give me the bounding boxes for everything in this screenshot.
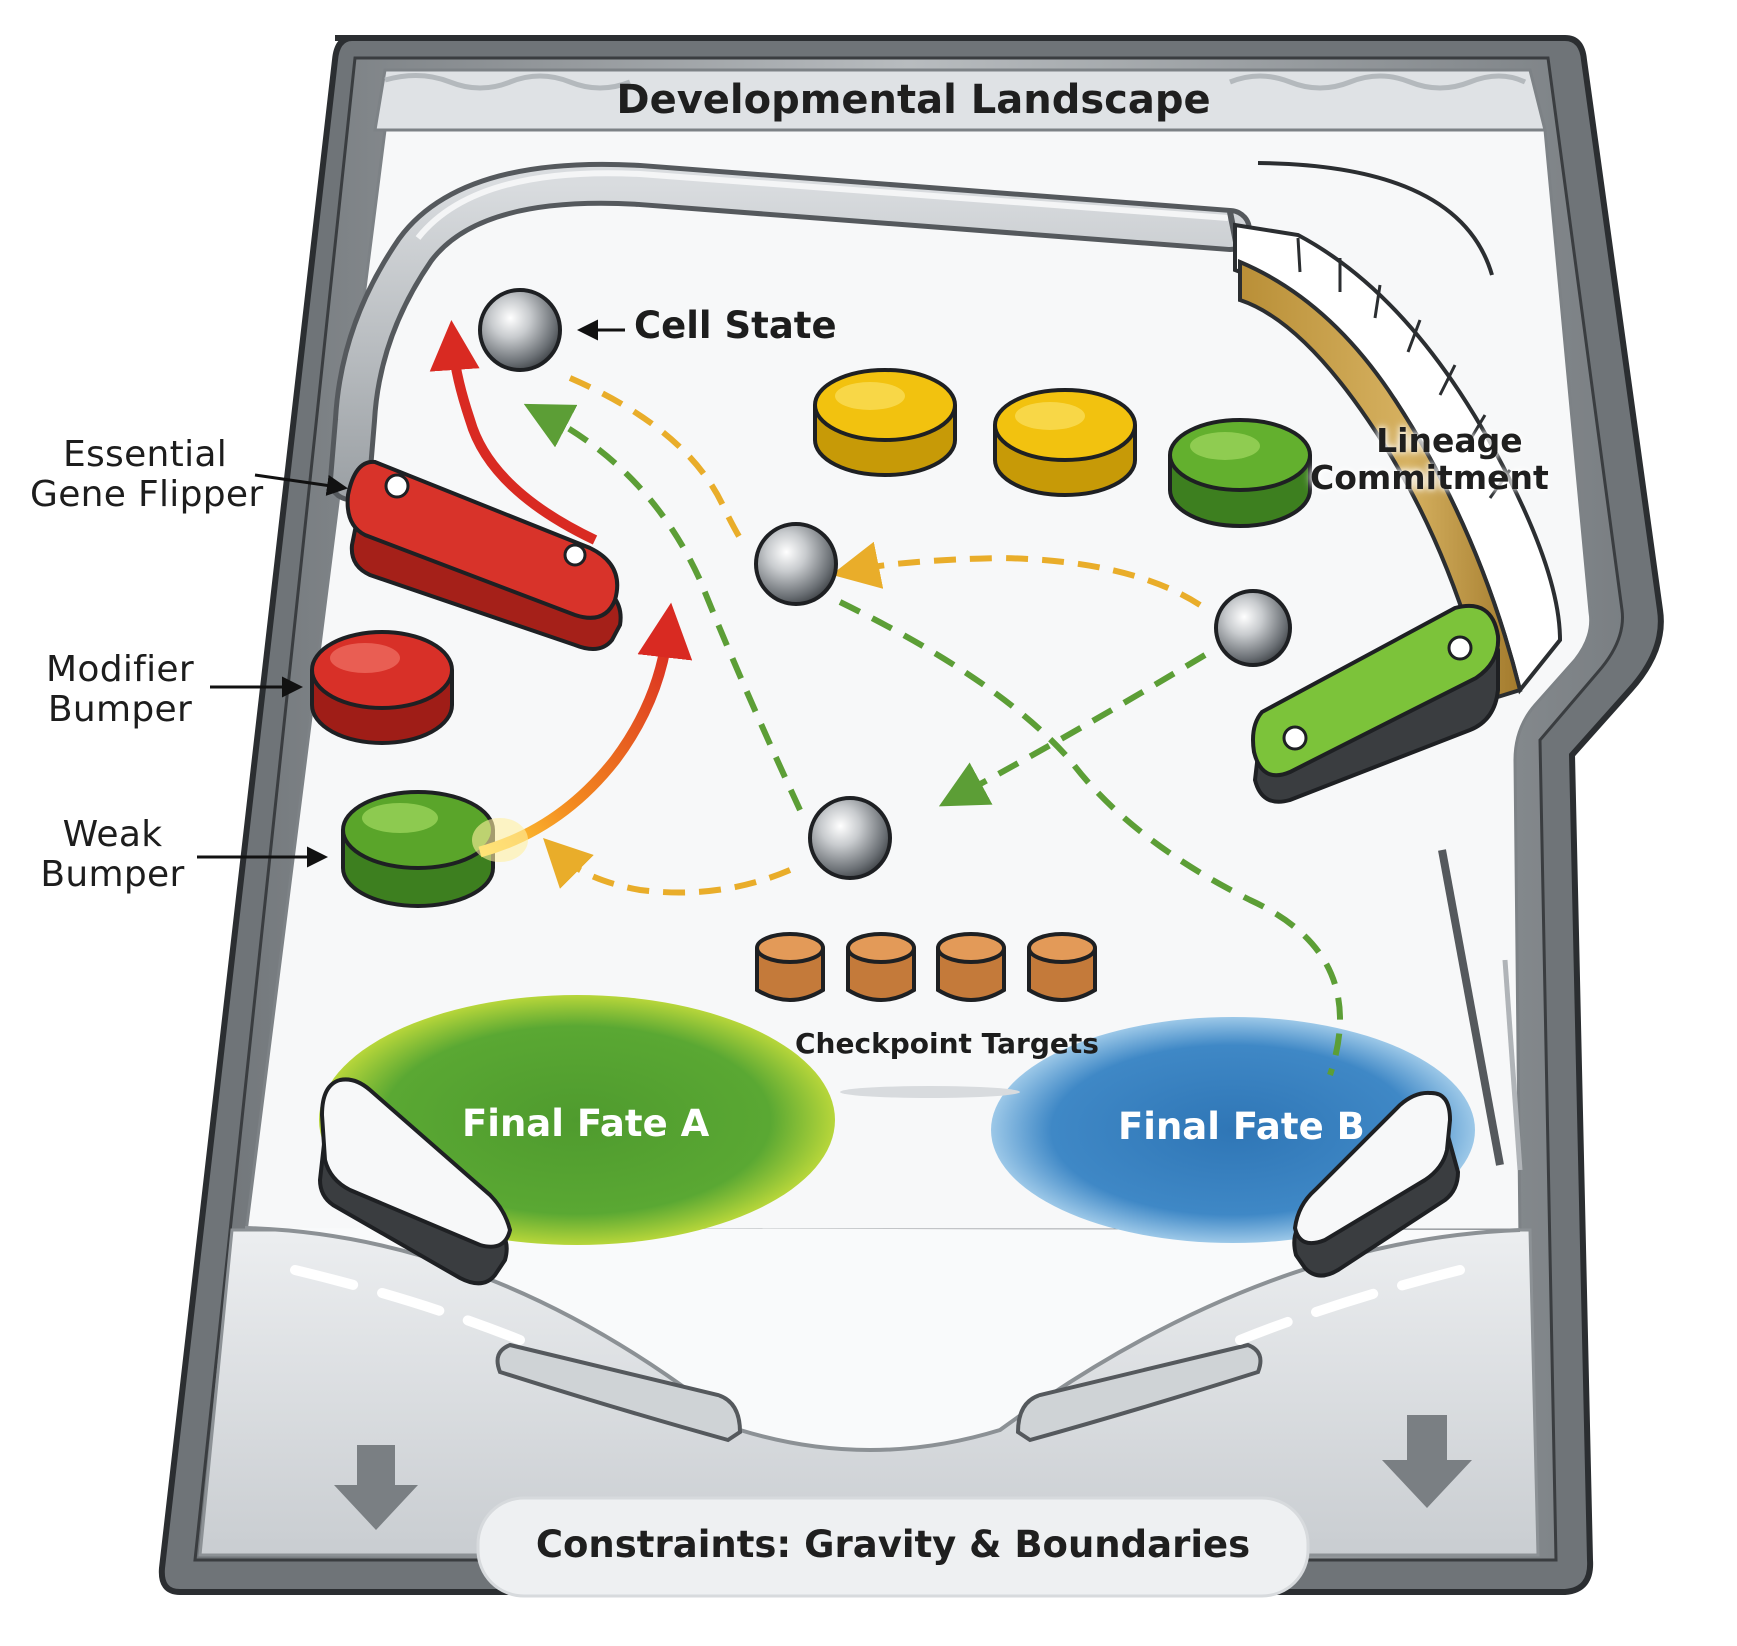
shooter-lane-line [1438,849,1504,1166]
checkpoint-target-2 [846,932,916,1002]
ball-right [1214,589,1292,667]
right-green-flipper [1251,603,1501,804]
lane-ticks [1296,237,1512,499]
apron-highlight-right [1235,1265,1465,1345]
final-fate-b-label: Final Fate B [1118,1105,1365,1148]
right-flipper-top [1251,603,1501,778]
ball-middle [754,522,838,606]
modifier-line2: Bumper [47,689,193,731]
weak-bumper-label: Weak Bumper [30,814,195,896]
ball-lower [808,796,892,880]
essential-line2: Gene Flipper [30,474,264,516]
loop-rail-highlight [415,170,1229,240]
checkpoint-targets [755,932,1097,1098]
checkpoint-shadow [840,1086,1020,1098]
trajectories [429,320,1343,1076]
lower-left-flipper-top [319,1077,513,1249]
cell-state-label: Cell State [634,304,837,347]
green-path-up [523,403,803,812]
shooter-lane-line-2 [1502,959,1523,1171]
checkpoint-target-1 [755,932,825,1002]
corner-curve [1257,161,1494,276]
right-flipper-pivot [1282,725,1308,751]
lower-right-flipper-top [1292,1090,1453,1245]
playfield [243,128,1593,1242]
essential-flipper-pivot [384,473,410,499]
checkpoint-target-3 [936,932,1006,1002]
final-fate-a-label: Final Fate A [462,1102,710,1145]
essential-line1: Essential [62,434,228,475]
yellow-bumper-2 [993,388,1137,497]
essential-pointer [254,473,348,496]
green-path-to-fate-b [838,599,1343,1076]
weak-line1: Weak [62,814,163,855]
orange-path-to-weak [543,838,792,896]
bottom-apron [198,1226,1540,1598]
lineage-commitment-line2: Commitment [1310,457,1549,497]
modifier-bumper [310,630,454,745]
top-strip-wave [384,72,1527,91]
essential-flipper-top [345,459,620,620]
weak-bumper-glow [472,818,528,862]
essential-gene-flipper [345,459,623,651]
right-drain-guide [1015,1342,1263,1443]
ball-cell-state [478,288,562,372]
green-path-to-lower [938,652,1207,807]
weak-line2: Bumper [40,854,185,896]
gravity-arrow-left-icon [334,1445,418,1530]
orange-path-to-mid [831,541,1202,608]
red-path-up [429,320,598,545]
right-flipper-tip [1447,635,1473,661]
constraints-label: Constraints: Gravity & Boundaries [535,1523,1251,1566]
apron-highlight-left [290,1265,525,1345]
modifier-line1: Modifier [46,649,194,690]
constraints-pill [476,1496,1310,1598]
essential-flipper-tip [563,543,587,567]
orange-path-from-cell [568,375,748,548]
checkpoint-targets-label: Checkpoint Targets [795,1027,1099,1060]
yellow-bumper-1 [813,368,957,477]
lower-right-flipper [1292,1090,1461,1278]
lineage-commitment-line1: Lineage [1376,421,1523,460]
modifier-bumper-label: Modifier Bumper [30,649,210,731]
green-bumper [1168,418,1312,528]
essential-gene-flipper-label: Essential Gene Flipper [30,434,264,516]
loop-rail [333,166,1247,497]
lineage-commitment-label: Lineage Commitment [1310,421,1549,497]
weak-bumper [341,790,495,908]
checkpoint-target-4 [1027,932,1097,1002]
lower-left-flipper [317,1077,513,1286]
left-drain-guide [495,1342,743,1443]
gravity-arrow-right-icon [1382,1415,1472,1508]
page-title: Developmental Landscape [616,77,1211,123]
